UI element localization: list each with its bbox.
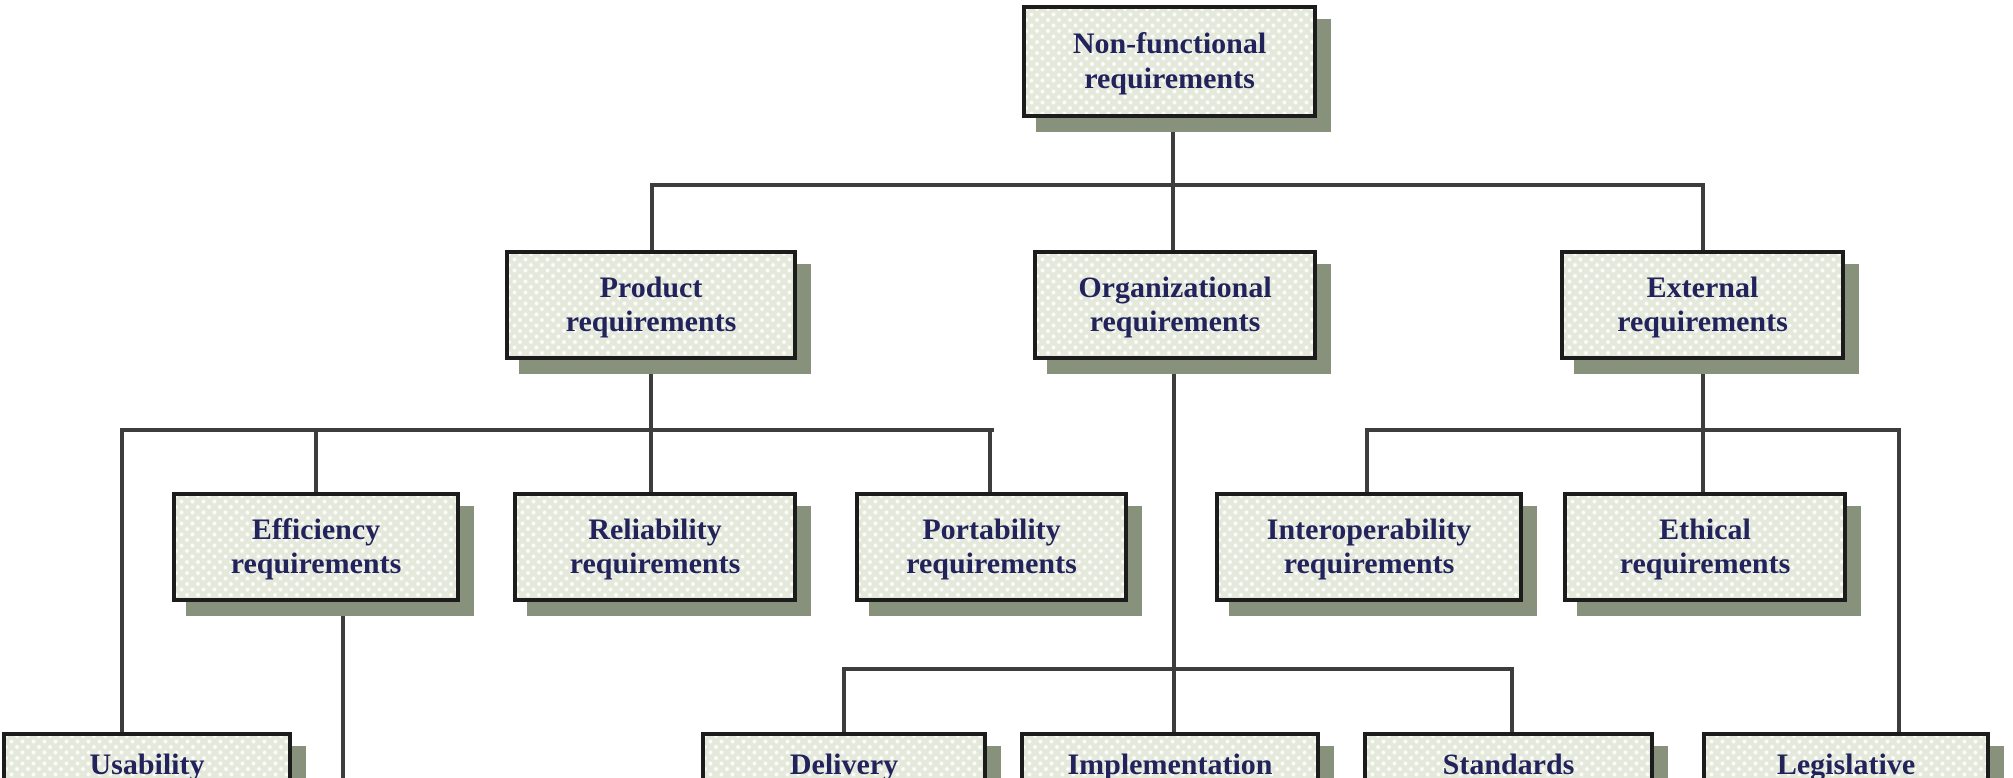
node-label: Efficiency requirements <box>230 512 402 581</box>
node-non-functional-requirements: Non-functional requirements <box>1022 5 1317 118</box>
node-reliability-requirements: Reliability requirements <box>513 492 797 602</box>
connector-product-drop <box>650 183 654 250</box>
connector-efficiency-child-stem <box>341 602 345 778</box>
connector-external-stem <box>1701 360 1705 492</box>
connector-product-stem <box>649 360 653 492</box>
connector-legislative-drop <box>1897 428 1901 732</box>
connector-delivery-drop <box>842 667 846 732</box>
connector-portability-drop <box>988 428 992 492</box>
node-organizational-requirements: Organizational requirements <box>1033 250 1317 360</box>
node-label: Legislative <box>1776 748 1916 778</box>
node-label: Delivery <box>789 748 899 778</box>
node-label: Reliability requirements <box>569 512 741 581</box>
node-ethical-requirements: Ethical requirements <box>1563 492 1847 602</box>
node-label: Portability requirements <box>906 512 1077 581</box>
node-standards: Standards <box>1363 732 1654 778</box>
connector-external-children-horizontal <box>1365 428 1901 432</box>
node-interoperability-requirements: Interoperability requirements <box>1215 492 1523 602</box>
node-usability: Usability <box>2 732 292 778</box>
connector-usability-drop <box>120 428 124 732</box>
node-label: Interoperability requirements <box>1266 512 1472 581</box>
node-external-requirements: External requirements <box>1560 250 1845 360</box>
connector-organizational-children-horizontal <box>842 667 1514 671</box>
connector-external-drop <box>1701 183 1705 250</box>
node-label: Standards <box>1442 748 1575 778</box>
connector-level1-horizontal <box>650 183 1705 187</box>
node-label: Usability <box>89 748 205 778</box>
node-label: Non-functional requirements <box>1072 27 1267 95</box>
node-label: Product requirements <box>565 270 737 339</box>
node-implementation: Implementation <box>1020 732 1320 778</box>
node-legislative: Legislative <box>1702 732 1990 778</box>
node-delivery: Delivery <box>701 732 987 778</box>
connector-efficiency-drop <box>314 428 318 492</box>
node-label: Ethical requirements <box>1619 512 1791 581</box>
connector-standards-drop <box>1510 667 1514 732</box>
connector-organizational-stem <box>1172 360 1176 732</box>
node-label: Organizational requirements <box>1078 270 1272 339</box>
connector-interoperability-drop <box>1365 428 1369 492</box>
node-label: External requirements <box>1617 270 1788 339</box>
node-portability-requirements: Portability requirements <box>855 492 1128 602</box>
node-label: Implementation <box>1067 748 1273 778</box>
node-efficiency-requirements: Efficiency requirements <box>172 492 460 602</box>
connector-product-children-horizontal <box>120 428 994 432</box>
node-product-requirements: Product requirements <box>505 250 797 360</box>
